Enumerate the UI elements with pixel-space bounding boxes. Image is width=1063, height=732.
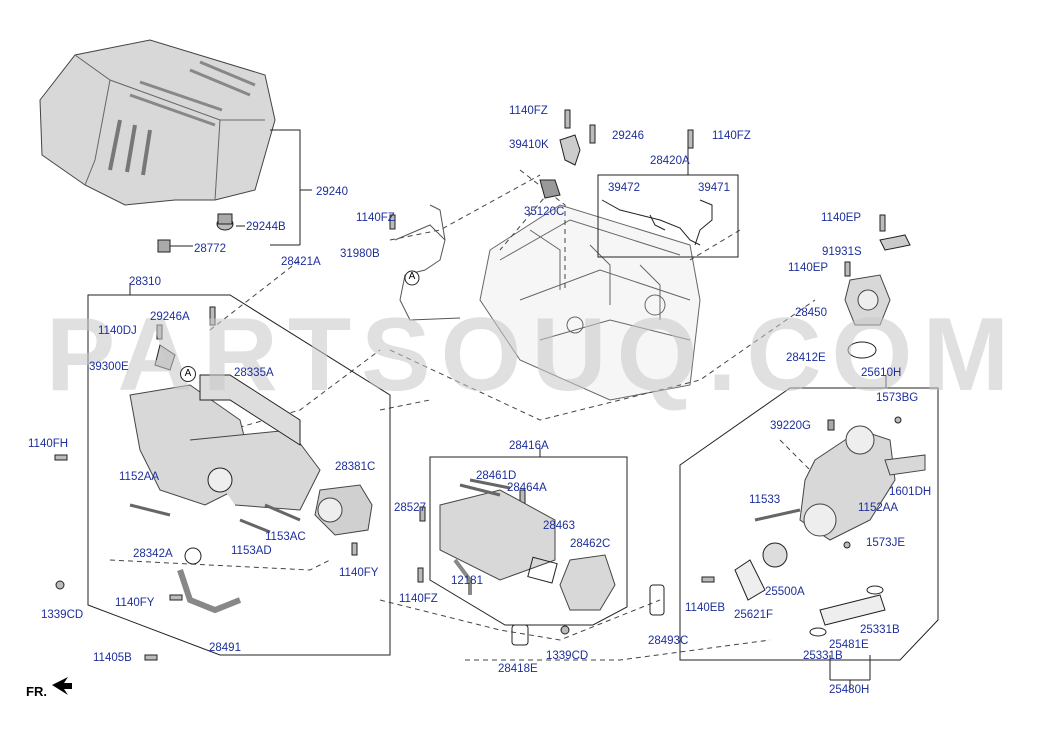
part-label-1152aa[interactable]: 1152AA bbox=[119, 471, 160, 483]
part-label-29246a[interactable]: 29246A bbox=[150, 311, 190, 323]
part-label-25331b[interactable]: 25331B bbox=[860, 624, 900, 636]
part-label-28464a[interactable]: 28464A bbox=[507, 482, 547, 494]
front-direction-arrow bbox=[52, 677, 72, 695]
part-label-28462c[interactable]: 28462C bbox=[570, 538, 611, 550]
part-label-29246[interactable]: 29246 bbox=[612, 130, 644, 142]
part-label-28421a[interactable]: 28421A bbox=[281, 256, 321, 268]
part-label-1152aa[interactable]: 1152AA bbox=[858, 502, 899, 514]
part-label-1140fz[interactable]: 1140FZ bbox=[356, 212, 395, 224]
part-label-11405b[interactable]: 11405B bbox=[93, 652, 132, 664]
part-label-28491[interactable]: 28491 bbox=[209, 642, 241, 654]
part-label-28772[interactable]: 28772 bbox=[194, 243, 226, 255]
part-label-1140dj[interactable]: 1140DJ bbox=[98, 325, 137, 337]
watermark: PARTSOUQ.COM bbox=[45, 297, 1020, 413]
part-label-39220g[interactable]: 39220G bbox=[770, 420, 811, 432]
part-label-35120c[interactable]: 35120C bbox=[524, 206, 565, 218]
part-label-25480h[interactable]: 25480H bbox=[829, 684, 870, 696]
part-label-1140fh[interactable]: 1140FH bbox=[28, 438, 69, 450]
part-label-1573bg[interactable]: 1573BG bbox=[876, 392, 919, 404]
part-label-28420a[interactable]: 28420A bbox=[650, 155, 690, 167]
part-label-11533[interactable]: 11533 bbox=[749, 494, 781, 506]
part-label-28527[interactable]: 28527 bbox=[394, 502, 426, 514]
part-label-28493c[interactable]: 28493C bbox=[648, 635, 689, 647]
part-label-1573je[interactable]: 1573JE bbox=[866, 537, 906, 549]
cylinder-head bbox=[479, 204, 701, 401]
part-label-1339cd[interactable]: 1339CD bbox=[546, 650, 589, 662]
section-marker-a-top: A bbox=[408, 271, 416, 282]
part-label-1140eb[interactable]: 1140EB bbox=[685, 602, 726, 614]
part-label-31980b[interactable]: 31980B bbox=[340, 248, 380, 260]
part-label-1140ep[interactable]: 1140EP bbox=[788, 262, 829, 274]
part-label-28450[interactable]: 28450 bbox=[795, 307, 827, 319]
part-label-1153ad[interactable]: 1153AD bbox=[231, 545, 272, 557]
part-label-28342a[interactable]: 28342A bbox=[133, 548, 173, 560]
grommet-28772 bbox=[157, 239, 171, 253]
throttle-body bbox=[314, 484, 373, 536]
part-label-28418e[interactable]: 28418E bbox=[498, 663, 538, 675]
part-label-28416a[interactable]: 28416A bbox=[509, 440, 549, 452]
part-label-1153ac[interactable]: 1153AC bbox=[265, 531, 306, 543]
part-label-28412e[interactable]: 28412E bbox=[786, 352, 826, 364]
part-label-29240[interactable]: 29240 bbox=[316, 186, 348, 198]
part-label-29244b[interactable]: 29244B bbox=[246, 221, 286, 233]
part-label-12181[interactable]: 12181 bbox=[451, 575, 483, 587]
egr-cooler bbox=[439, 489, 616, 611]
part-label-39472[interactable]: 39472 bbox=[608, 182, 640, 194]
thermostat-housing bbox=[799, 425, 926, 541]
part-label-1339cd[interactable]: 1339CD bbox=[41, 609, 84, 621]
part-label-25331b[interactable]: 25331B bbox=[803, 650, 843, 662]
part-label-39410k[interactable]: 39410K bbox=[509, 139, 549, 151]
part-label-28381c[interactable]: 28381C bbox=[335, 461, 376, 473]
part-label-1140fy[interactable]: 1140FY bbox=[339, 567, 379, 579]
part-label-1140fz[interactable]: 1140FZ bbox=[712, 130, 751, 142]
part-label-39471[interactable]: 39471 bbox=[698, 182, 730, 194]
part-label-25500a[interactable]: 25500A bbox=[765, 586, 805, 598]
part-label-28463[interactable]: 28463 bbox=[543, 520, 575, 532]
section-marker-a-manifold: A bbox=[180, 366, 196, 382]
part-label-25481e[interactable]: 25481E bbox=[829, 639, 869, 651]
grommet-29244b bbox=[216, 213, 234, 231]
part-label-25621f[interactable]: 25621F bbox=[734, 609, 774, 621]
part-label-25610h[interactable]: 25610H bbox=[861, 367, 902, 379]
front-label: FR. bbox=[26, 684, 47, 699]
part-label-1140fz[interactable]: 1140FZ bbox=[509, 105, 548, 117]
part-label-28461d[interactable]: 28461D bbox=[476, 470, 517, 482]
part-label-28310[interactable]: 28310 bbox=[129, 276, 161, 288]
engine-cover bbox=[39, 39, 276, 206]
part-label-91931s[interactable]: 91931S bbox=[822, 246, 862, 258]
bolt-group bbox=[54, 109, 902, 661]
part-label-1140fy[interactable]: 1140FY bbox=[115, 597, 155, 609]
part-label-28335a[interactable]: 28335A bbox=[234, 367, 274, 379]
egr-valve bbox=[844, 274, 891, 326]
part-label-1140ep[interactable]: 1140EP bbox=[821, 212, 862, 224]
part-label-1601dh[interactable]: 1601DH bbox=[889, 486, 932, 498]
part-label-39300e[interactable]: 39300E bbox=[89, 361, 129, 373]
part-label-1140fz[interactable]: 1140FZ bbox=[399, 593, 438, 605]
